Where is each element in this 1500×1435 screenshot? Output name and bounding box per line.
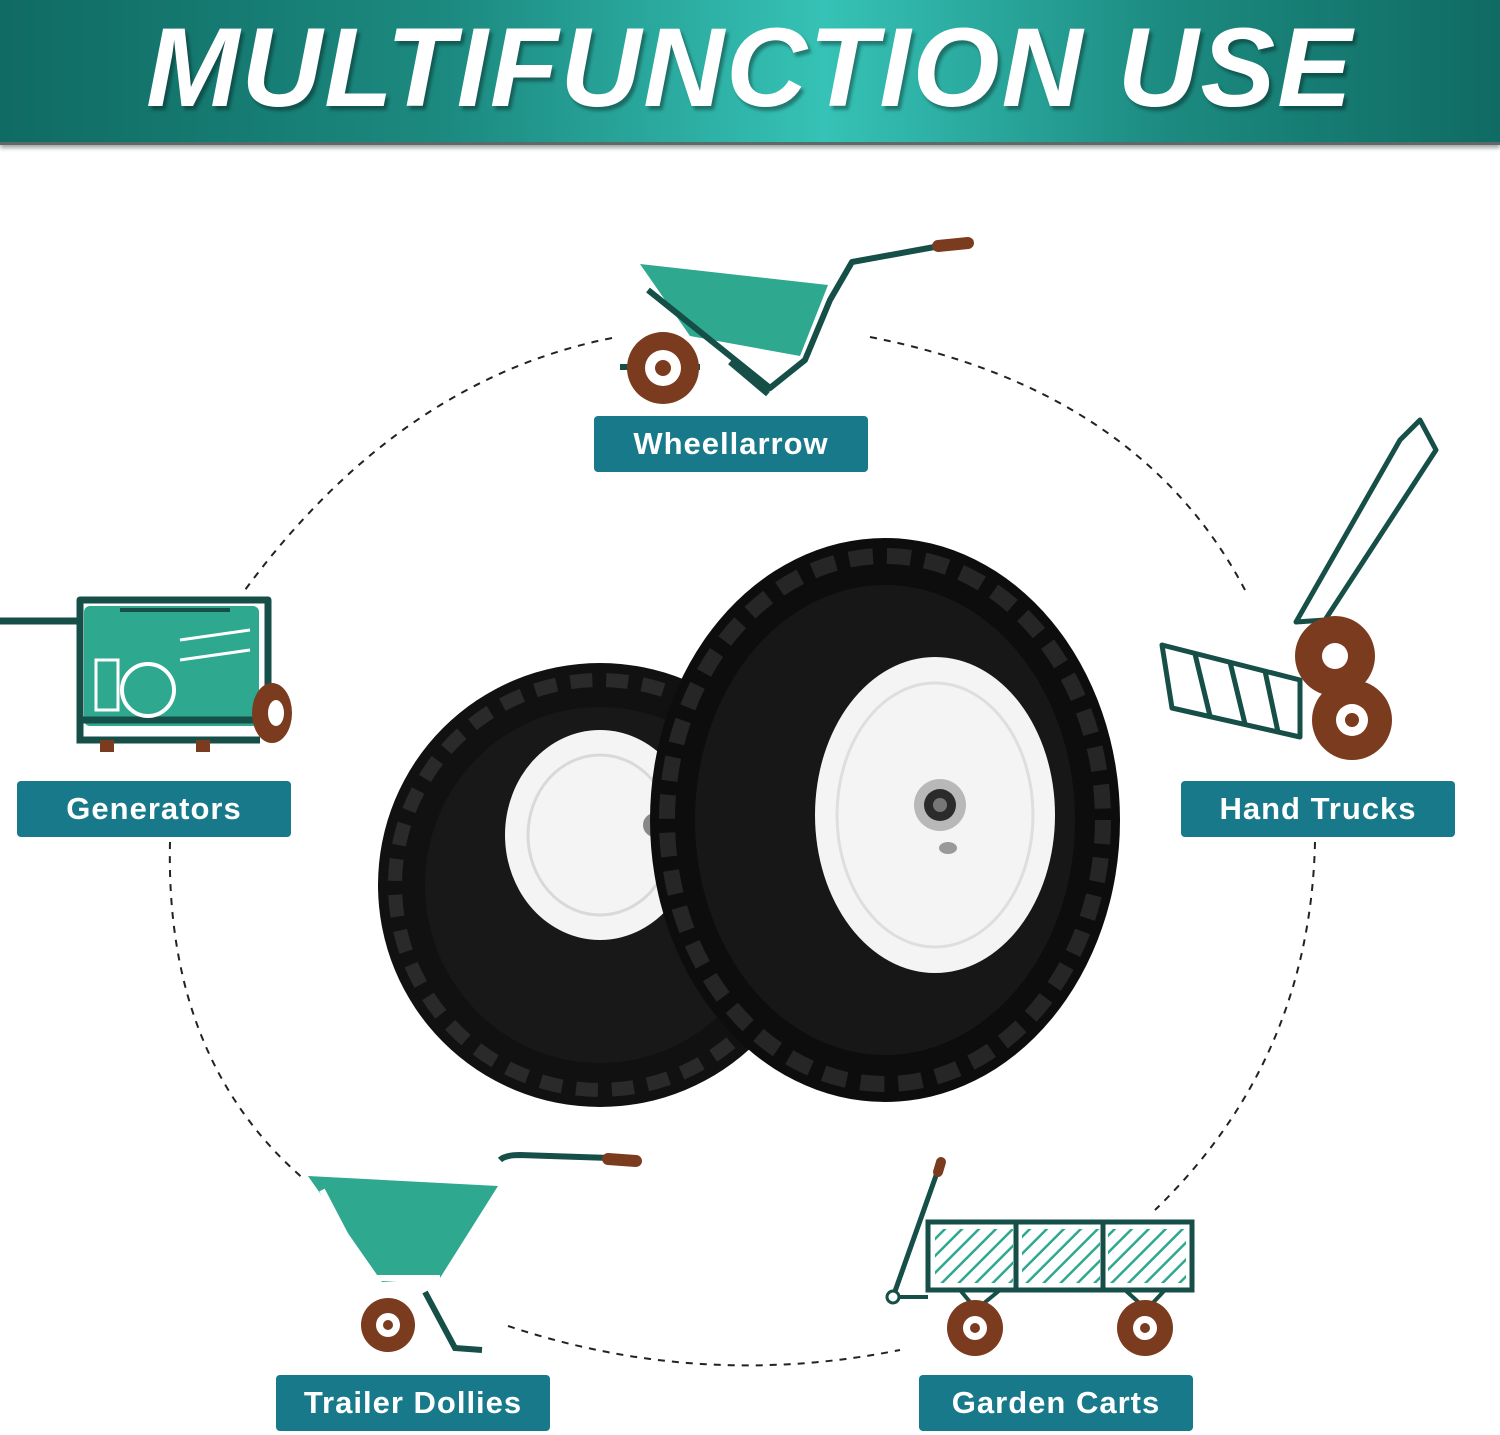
tire-pair-image [378,538,1120,1107]
trailer-dolly-icon [308,1151,642,1353]
label-trailer-dollies: Trailer Dollies [276,1375,550,1431]
page-title: MULTIFUNCTION USE [146,5,1354,130]
hand-truck-icon [1159,417,1439,760]
wheelbarrow-icon [620,237,974,404]
generator-icon [0,596,292,752]
label-generators: Generators [17,781,291,837]
garden-cart-icon [885,1157,1195,1356]
dashed-circle-path [168,336,1316,1367]
label-hand-trucks: Hand Trucks [1181,781,1455,837]
label-garden-carts: Garden Carts [919,1375,1193,1431]
header-banner: MULTIFUNCTION USE [0,0,1500,145]
front-tire [650,538,1120,1102]
label-wheelbarrow: Wheellarrow [594,416,868,472]
